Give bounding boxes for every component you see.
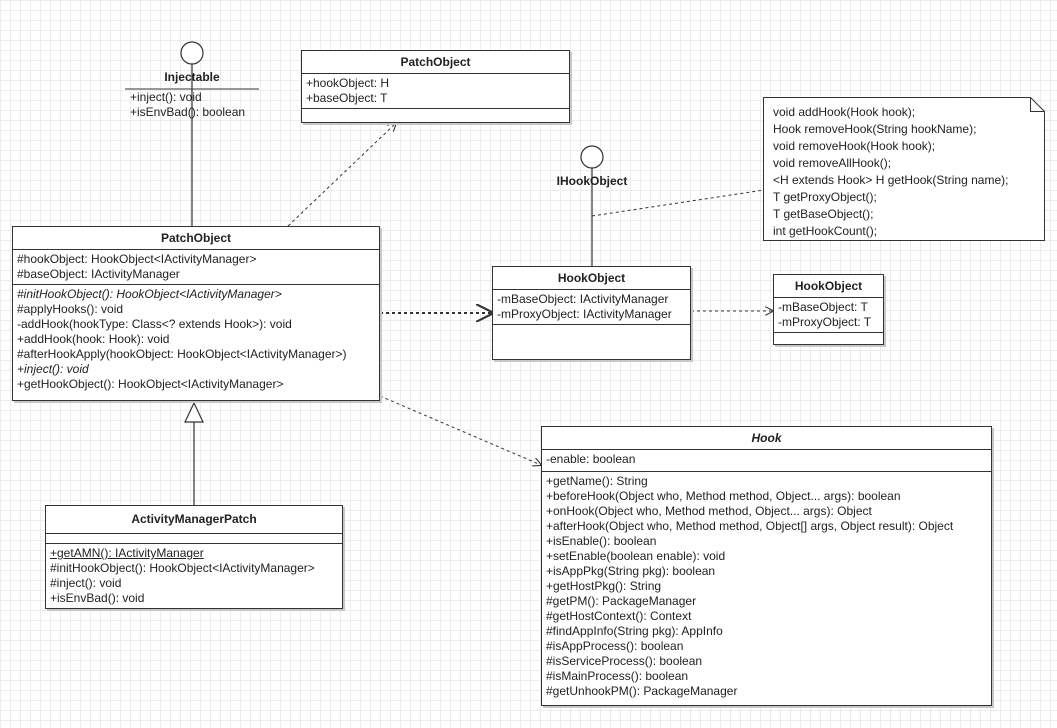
activitymanagerpatch-class[interactable]: ActivityManagerPatch +getAMN(): IActivit… [45,505,343,609]
class-method: +getName(): String [546,474,648,488]
attributes-section [46,534,342,544]
note-line: void addHook(Hook hook); [773,105,916,119]
generalization-triangle [184,401,204,423]
attributes-section: +hookObject: H +baseObject: T [302,74,569,109]
operations-section: #initHookObject(): HookObject<IActivityM… [13,285,379,394]
activitymanagerpatch-title: ActivityManagerPatch [46,506,342,534]
note-anchor-line [591,189,765,217]
attributes-section: #hookObject: HookObject<IActivityManager… [13,250,379,285]
note-shape [763,97,1045,241]
hook-title: Hook [542,427,991,450]
class-method: #getUnhookPM(): PackageManager [546,684,738,698]
hook-class[interactable]: Hook -enable: boolean +getName(): String… [541,426,992,706]
hookobject-class[interactable]: HookObject -mBaseObject: IActivityManage… [492,266,691,360]
operations-section [774,333,883,342]
class-method: +afterHook(Object who, Method method, Ob… [546,519,954,533]
injectable-method: +isEnvBad(): boolean [130,105,246,119]
class-attribute: #baseObject: IActivityManager [17,267,180,281]
injectable-method: +inject(): void [130,90,202,104]
attributes-section: -enable: boolean [542,450,991,472]
class-attribute: +hookObject: H [306,76,390,90]
class-method: #findAppInfo(String pkg): AppInfo [546,624,723,638]
patchobject-class[interactable]: PatchObject #hookObject: HookObject<IAct… [12,226,380,401]
class-method: +isAppPkg(String pkg): boolean [546,564,716,578]
class-method: +isEnvBad(): void [50,591,145,605]
injectable-title: Injectable [164,70,220,84]
class-method: #initHookObject(): HookObject<IActivityM… [50,561,315,575]
ihookobject-title: IHookObject [556,174,628,188]
injectable-lollipop-circle [180,41,204,65]
class-method: +beforeHook(Object who, Method method, O… [546,489,901,503]
class-method: #initHookObject(): HookObject<IActivityM… [17,287,282,301]
class-attribute: -mBaseObject: T [778,300,868,314]
class-method: +onHook(Object who, Method method, Objec… [546,504,872,518]
class-method: +isEnable(): boolean [546,534,657,548]
operations-section: +getName(): String +beforeHook(Object wh… [542,472,991,701]
class-method: #getPM(): PackageManager [546,594,697,608]
hookobject-generic-class[interactable]: HookObject -mBaseObject: T -mProxyObject… [773,274,884,345]
note-line: T getBaseObject(); [773,207,874,221]
operations-section [493,325,690,357]
note-line: <H extends Hook> H getHook(String name); [773,173,1009,187]
note-line: Hook removeHook(String hookName); [773,122,977,136]
attributes-section: -mBaseObject: IActivityManager -mProxyOb… [493,290,690,325]
note-line: T getProxyObject(); [773,190,877,204]
class-method: #applyHooks(): void [17,302,124,316]
class-method: +getHookObject(): HookObject<IActivityMa… [17,377,284,391]
patchobject-to-hook-dependency [379,395,541,465]
class-method: +getHostPkg(): String [546,579,662,593]
class-method: +getAMN(): IActivityManager [50,546,204,560]
class-method: #getHostContext(): Context [546,609,692,623]
patchobject-to-generic-dependency [287,123,396,227]
class-attribute: -mProxyObject: IActivityManager [497,307,672,321]
patchobject-generic-title: PatchObject [302,51,569,74]
class-method: -addHook(hookType: Class<? extends Hook>… [17,317,292,331]
patchobject-title: PatchObject [13,227,379,250]
attributes-section: -mBaseObject: T -mProxyObject: T [774,298,883,333]
hookobject-title: HookObject [493,267,690,290]
class-attribute: -enable: boolean [546,452,636,466]
ihookobject-interface[interactable]: IHookObject [542,172,642,190]
class-method: +setEnable(boolean enable): void [546,549,726,563]
operations-section: +getAMN(): IActivityManager #initHookObj… [46,544,342,608]
hookobject-note[interactable]: void addHook(Hook hook); Hook removeHook… [763,97,1045,241]
class-method: #afterHookApply(hookObject: HookObject<I… [17,347,347,361]
note-line: void removeHook(Hook hook); [773,139,936,153]
class-method: +addHook(hook: Hook): void [17,332,170,346]
class-method: #isServiceProcess(): boolean [546,654,703,668]
class-attribute: #hookObject: HookObject<IActivityManager… [17,252,257,266]
ihookobject-lollipop-circle [580,145,604,169]
class-attribute: +baseObject: T [306,91,388,105]
class-method: #inject(): void [50,576,122,590]
patchobject-generic-class[interactable]: PatchObject +hookObject: H +baseObject: … [301,50,570,123]
class-attribute: -mBaseObject: IActivityManager [497,292,669,306]
class-method: #isMainProcess(): boolean [546,669,689,683]
note-line: void removeAllHook(); [773,156,892,170]
note-line: int getHookCount(); [773,224,878,238]
operations-section [302,109,569,119]
class-attribute: -mProxyObject: T [778,315,872,329]
injectable-interface[interactable]: Injectable +inject(): void +isEnvBad(): … [125,68,259,120]
hookobject-generic-title: HookObject [774,275,883,298]
class-method: +inject(): void [17,362,89,376]
class-method: #isAppProcess(): boolean [546,639,684,653]
